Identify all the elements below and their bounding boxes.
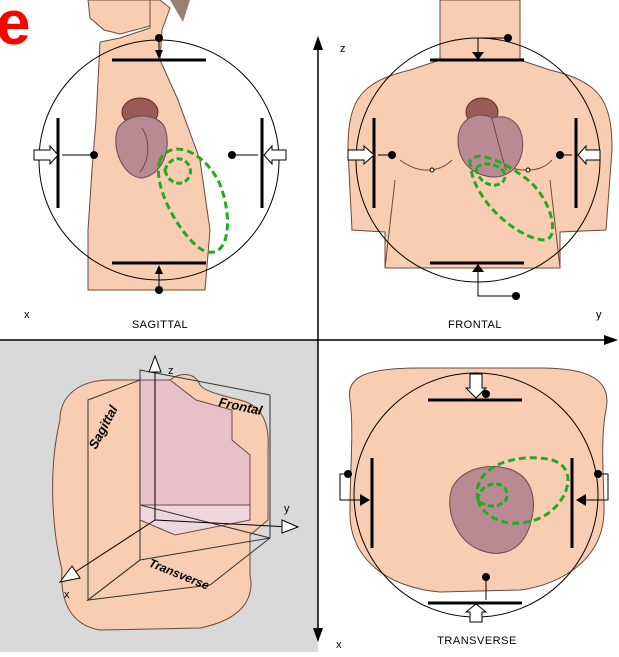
- panel-letter: e: [0, 0, 30, 58]
- z-axis-arrow-icon: [313, 36, 323, 50]
- z-axis-label: z: [340, 43, 346, 55]
- sagittal-neck: [88, 0, 150, 34]
- sagittal-panel: SAGITTAL: [34, 0, 286, 331]
- frontal-panel: FRONTAL: [348, 0, 612, 331]
- x-axis-left-label: x: [24, 309, 30, 321]
- sagittal-hair: [170, 0, 190, 22]
- three-d-z-label: z: [168, 365, 174, 377]
- sagittal-label: SAGITTAL: [132, 319, 188, 331]
- three-d-x-label: x: [64, 589, 70, 601]
- y-axis-right-label: y: [596, 309, 602, 321]
- transverse-label: TRANSVERSE: [437, 635, 517, 647]
- frontal-label: FRONTAL: [448, 319, 502, 331]
- three-d-y-label: y: [284, 503, 290, 515]
- y-axis-arrow-icon: [604, 335, 618, 345]
- transverse-panel: TRANSVERSE: [340, 368, 608, 647]
- x-axis-bottom-label: x: [336, 639, 342, 651]
